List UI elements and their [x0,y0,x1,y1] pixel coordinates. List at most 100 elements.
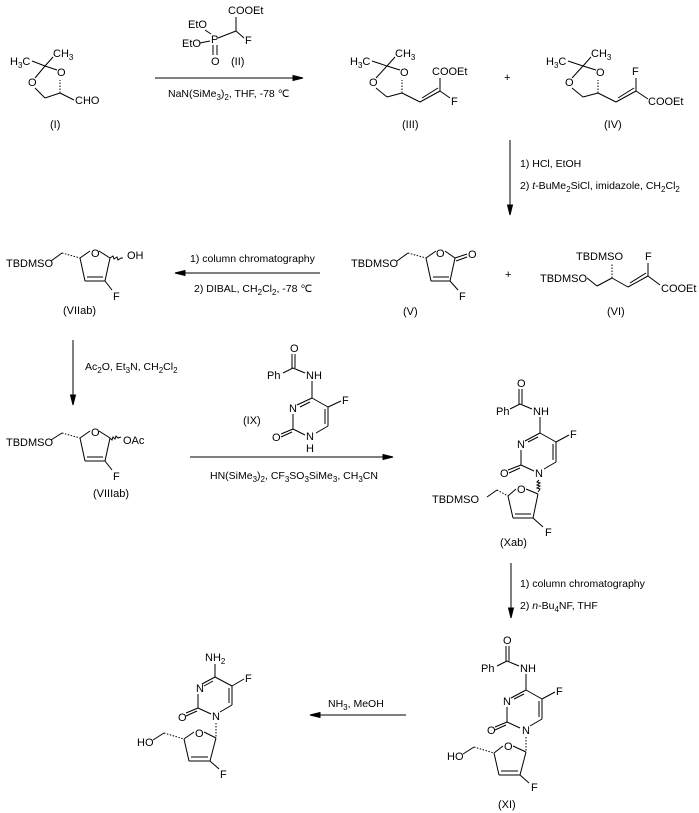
atom-h: H [306,443,314,455]
reaction-arrow-7: NH3, MeOH [309,698,406,719]
atom-n: N [535,468,543,480]
atom-p: P [211,34,218,46]
atom-cooet: COOEt [228,5,263,17]
arrow-3-condition-1: 1) column chromatography [190,253,316,265]
atom-o: O [178,712,187,724]
compound-II: COOEt EtO EtO P O F (II) [182,5,263,68]
atom-o: O [596,67,605,79]
atom-h3c: H3C [10,56,30,70]
arrow-2-condition-2: 2) t-BuMe2SiCl, imidazole, CH2Cl2 [520,180,680,194]
reaction-arrow-4: Ac2O, Et3N, CH2Cl2 [69,340,178,406]
atom-o: O [195,728,204,740]
atom-f: F [245,35,252,47]
arrow-1-conditions: NaN(SiMe3)2, THF, -78 ℃ [168,88,290,102]
compound-label-III: (III) [402,119,419,131]
reaction-arrow-1: NaN(SiMe3)2, THF, -78 ℃ [155,74,304,102]
atom-f: F [342,395,349,407]
arrow-4-conditions: Ac2O, Et3N, CH2Cl2 [85,361,178,375]
atom-nh: NH [520,663,536,675]
atom-o: O [290,343,299,355]
atom-nh: NH [533,406,549,418]
atom-f: F [645,251,652,263]
atom-h3c: H3C [350,56,370,70]
atom-o: O [468,249,477,261]
reaction-arrow-2: 1) HCl, EtOH 2) t-BuMe2SiCl, imidazole, … [506,140,680,216]
atom-o: O [436,248,445,260]
atom-f: F [220,769,227,781]
atom-ch3: CH3 [395,48,416,62]
atom-n: N [289,403,297,415]
compound-label-IX: (IX) [243,415,261,427]
atom-f: F [245,673,252,685]
atom-o: O [272,432,281,444]
atom-ho: HO [137,737,154,749]
atom-o: O [211,56,220,68]
atom-n: N [212,711,220,723]
arrow-6-condition-1: 1) column chromatography [520,578,646,590]
compound-label-I: (I) [50,119,60,131]
arrow-7-conditions: NH3, MeOH [328,698,384,712]
atom-cho: CHO [75,95,100,107]
atom-f: F [531,782,538,794]
compound-VI: TBDMSO TBDMSO F COOEt (VI) [540,251,696,318]
atom-o: O [500,468,509,480]
atom-ho: HO [447,751,464,763]
atom-nh2: NH2 [205,652,226,666]
atom-ch3: CH3 [53,48,74,62]
atom-o: O [28,77,37,89]
atom-f: F [632,66,639,78]
compound-label-II: (II) [231,56,244,68]
atom-tbdmso: TBDMSO [6,258,54,270]
plus-sign: + [505,269,511,281]
compound-I: H3C CH3 O O CHO (I) [10,48,100,131]
reaction-arrow-5: HN(SiMe3)2, CF3SO3SiMe3, CH3CN [190,453,394,484]
compound-label-XI: (XI) [498,799,516,811]
atom-cooet: COOEt [432,66,467,78]
atom-cooet: COOEt [648,96,683,108]
atom-tbdmso: TBDMSO [432,494,480,506]
compound-IV: H3C CH3 O O F COOEt (IV) [546,48,683,131]
arrow-6-condition-2: 2) n-Bu4NF, THF [520,600,598,614]
atom-o: O [369,77,378,89]
atom-o: O [517,484,526,496]
compound-final-product: NH2 F N O N HO O F [137,652,252,781]
atom-o: O [565,77,574,89]
atom-ch3: CH3 [591,48,612,62]
atom-cooet: COOEt [661,283,696,295]
atom-o: O [91,427,100,439]
atom-f: F [556,686,563,698]
atom-n: N [522,725,530,737]
atom-o: O [57,67,66,79]
atom-o: O [91,248,100,260]
atom-eto: EtO [188,19,207,31]
atom-nh: NH [306,370,322,382]
atom-n: N [196,683,204,695]
reaction-arrow-6: 1) column chromatography 2) n-Bu4NF, THF [507,563,646,619]
atom-tbdmso: TBDMSO [540,273,588,285]
compound-label-VIIab: (VIIab) [63,305,96,317]
atom-tbdmso: TBDMSO [351,258,399,270]
atom-o: O [504,741,513,753]
atom-o: O [503,635,512,647]
atom-n: N [503,696,511,708]
compound-label-IV: (IV) [604,119,622,131]
plus-sign: + [504,72,510,84]
atom-o: O [400,67,409,79]
atom-n: N [517,439,525,451]
compound-label-Xab: (Xab) [500,537,527,549]
compound-VIIab: TBDMSO O OH F (VIIab) [6,248,144,317]
atom-oh: OH [127,250,144,262]
compound-V: TBDMSO O O F (V) [351,248,477,318]
arrow-2-condition-1: 1) HCl, EtOH [520,158,581,170]
atom-tbdmso: TBDMSO [6,437,54,449]
atom-eto: EtO [182,38,201,50]
atom-n: N [306,431,314,443]
atom-f: F [545,527,552,539]
compound-VIIIab: TBDMSO O OAc F (VIIIab) [6,427,145,500]
atom-f: F [113,291,120,303]
atom-f: F [459,291,466,303]
atom-f: F [451,96,458,108]
atom-f: F [570,429,577,441]
atom-o: O [487,725,496,737]
